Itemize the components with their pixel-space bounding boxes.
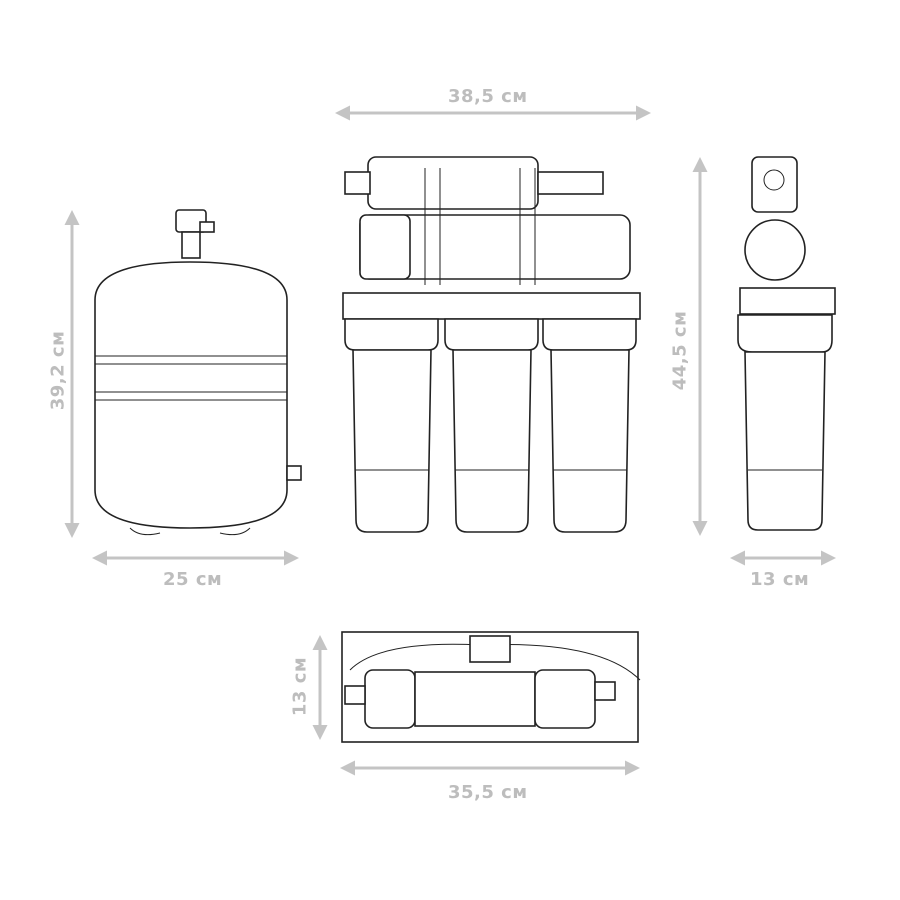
top-width-label: 35,5 см (448, 782, 528, 803)
filter-system-top (341, 631, 641, 743)
filter-system-side (737, 156, 836, 531)
dimension-arrows (64, 105, 836, 776)
top-depth-label: 13 см (289, 656, 311, 717)
tank-height-label: 39,2 см (47, 330, 69, 411)
tank-width-label: 25 см (163, 569, 223, 590)
storage-tank (94, 209, 302, 536)
filter-housing (444, 318, 539, 533)
side-depth-label: 13 см (750, 569, 810, 590)
filter-system-front (342, 156, 641, 533)
filter-housing (542, 318, 637, 533)
filter-housing (344, 318, 439, 533)
system-height-label: 44,5 см (669, 310, 691, 391)
system-width-label: 38,5 см (448, 86, 528, 107)
